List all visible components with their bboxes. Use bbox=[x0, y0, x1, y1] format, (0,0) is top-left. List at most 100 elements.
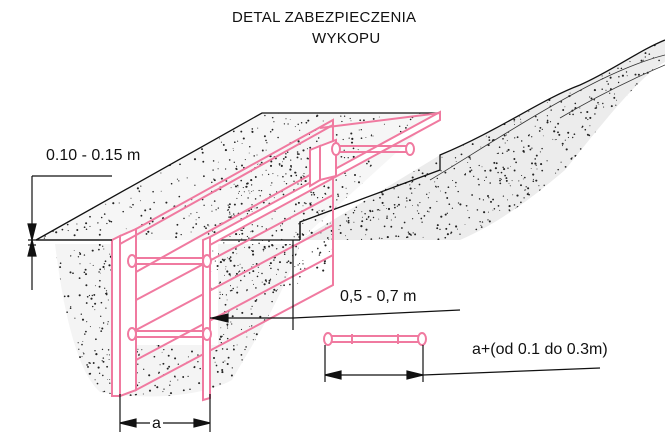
soil-speck bbox=[57, 387, 59, 390]
soil-speck bbox=[598, 212, 600, 215]
soil-speck bbox=[475, 86, 477, 88]
soil-speck bbox=[550, 109, 552, 111]
soil-speck bbox=[103, 213, 106, 215]
soil-speck bbox=[78, 294, 81, 297]
soil-speck bbox=[251, 385, 254, 388]
soil-speck bbox=[571, 73, 573, 74]
soil-speck bbox=[546, 119, 549, 122]
soil-speck bbox=[231, 323, 233, 325]
soil-speck bbox=[213, 262, 216, 265]
soil-speck bbox=[341, 120, 343, 123]
soil-speck bbox=[324, 108, 326, 110]
soil-speck bbox=[347, 217, 350, 219]
soil-speck bbox=[278, 163, 281, 165]
soil-speck bbox=[620, 192, 623, 194]
soil-speck bbox=[38, 165, 40, 167]
soil-speck bbox=[510, 44, 514, 47]
soil-speck bbox=[329, 47, 333, 50]
soil-speck bbox=[138, 354, 140, 356]
soil-speck bbox=[354, 190, 356, 192]
soil-speck bbox=[468, 57, 471, 60]
soil-speck bbox=[442, 87, 445, 89]
soil-speck bbox=[73, 234, 76, 237]
soil-speck bbox=[195, 126, 197, 128]
soil-speck bbox=[523, 176, 526, 179]
soil-speck bbox=[598, 69, 601, 72]
soil-speck bbox=[380, 65, 382, 68]
soil-speck bbox=[436, 200, 438, 202]
soil-speck bbox=[630, 157, 632, 159]
soil-speck bbox=[141, 124, 143, 126]
soil-speck bbox=[294, 280, 297, 283]
soil-speck bbox=[498, 111, 500, 113]
soil-speck bbox=[341, 65, 343, 67]
soil-speck bbox=[241, 194, 242, 196]
soil-speck bbox=[596, 177, 599, 180]
soil-speck bbox=[72, 272, 74, 275]
soil-speck bbox=[299, 268, 302, 270]
soil-speck bbox=[145, 160, 148, 162]
soil-speck bbox=[139, 200, 141, 202]
soil-speck bbox=[106, 365, 109, 368]
soil-speck bbox=[541, 169, 544, 172]
soil-speck bbox=[112, 202, 115, 205]
soil-speck bbox=[491, 239, 494, 240]
soil-speck bbox=[257, 127, 259, 129]
soil-speck bbox=[285, 271, 287, 274]
soil-speck bbox=[294, 171, 297, 174]
soil-speck bbox=[584, 128, 587, 131]
soil-speck bbox=[350, 92, 353, 95]
soil-speck bbox=[86, 113, 89, 116]
soil-speck bbox=[469, 166, 471, 169]
strut-upper bbox=[127, 254, 212, 268]
soil-speck bbox=[644, 140, 646, 143]
soil-speck bbox=[532, 178, 534, 180]
soil-speck bbox=[83, 204, 86, 207]
soil-speck bbox=[172, 125, 175, 128]
soil-speck bbox=[621, 161, 624, 163]
soil-speck bbox=[140, 114, 143, 117]
soil-speck bbox=[359, 119, 362, 122]
soil-speck bbox=[390, 219, 392, 221]
soil-speck bbox=[542, 74, 545, 77]
soil-speck bbox=[229, 213, 231, 215]
soil-speck bbox=[615, 218, 618, 221]
soil-speck bbox=[175, 232, 178, 235]
soil-speck bbox=[417, 204, 419, 206]
soil-speck bbox=[146, 338, 148, 340]
soil-speck bbox=[367, 160, 370, 163]
soil-speck bbox=[256, 383, 258, 385]
soil-speck bbox=[86, 364, 88, 366]
soil-speck bbox=[620, 67, 623, 70]
soil-speck bbox=[623, 186, 625, 188]
soil-speck bbox=[280, 164, 283, 167]
soil-speck bbox=[263, 283, 266, 286]
soil-speck bbox=[248, 190, 250, 192]
soil-speck bbox=[581, 166, 583, 168]
soil-speck bbox=[297, 264, 299, 266]
soil-speck bbox=[585, 170, 587, 172]
soil-speck bbox=[441, 156, 443, 158]
soil-speck bbox=[92, 192, 94, 194]
soil-speck bbox=[335, 134, 338, 136]
soil-speck bbox=[416, 210, 418, 212]
soil-speck bbox=[527, 134, 530, 137]
soil-speck bbox=[316, 211, 319, 214]
soil-speck bbox=[659, 237, 661, 239]
soil-speck bbox=[352, 205, 355, 207]
soil-speck bbox=[264, 114, 266, 117]
soil-speck bbox=[659, 227, 662, 230]
soil-speck bbox=[479, 220, 481, 223]
soil-speck bbox=[344, 213, 347, 216]
soil-speck bbox=[478, 115, 480, 117]
soil-speck bbox=[539, 126, 542, 129]
soil-speck bbox=[335, 206, 337, 208]
soil-speck bbox=[408, 199, 411, 202]
soil-speck bbox=[365, 218, 368, 221]
soil-speck bbox=[245, 185, 248, 188]
soil-speck bbox=[617, 131, 620, 134]
soil-speck bbox=[472, 77, 475, 80]
soil-speck bbox=[366, 162, 368, 165]
soil-speck bbox=[294, 126, 296, 128]
soil-speck bbox=[55, 256, 57, 259]
